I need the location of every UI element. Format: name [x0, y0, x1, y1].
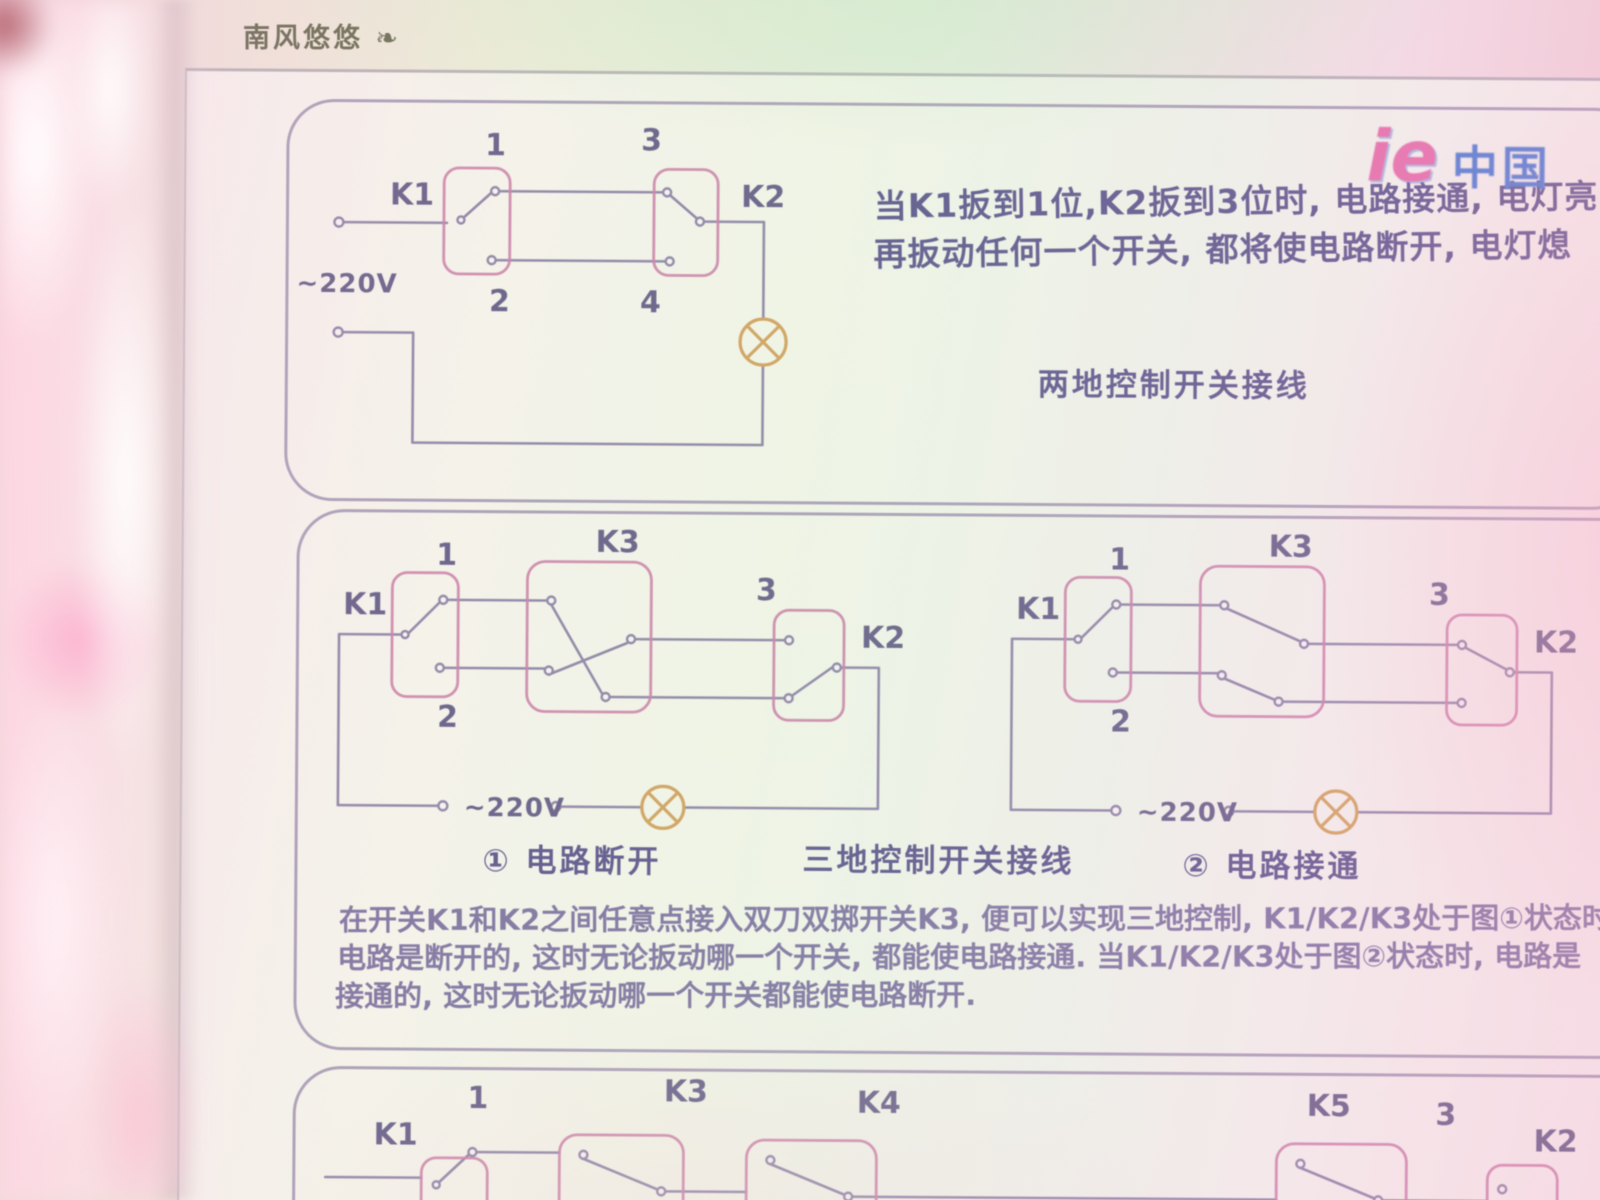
switch-k5-box [1274, 1142, 1408, 1200]
terminals [431, 1146, 1508, 1200]
label-k3: K3 [664, 1074, 708, 1109]
label-t3: 3 [1429, 578, 1450, 613]
label-t1: 1 [1109, 542, 1130, 577]
label-t3: 3 [641, 123, 662, 158]
two-location-circuit-diagram: K1 1 2 3 4 K2 ~220V 当K1扳到1位,K2扳到3位时, 电路接… [296, 123, 1600, 447]
label-t4: 4 [640, 285, 661, 320]
panel-multi-location: K1 1 K3 K4 K5 3 K2 [290, 1065, 1600, 1200]
logo-text: 中国 [1451, 140, 1553, 196]
multi-location-circuit-diagram: K1 1 K3 K4 K5 3 K2 [323, 1074, 1578, 1200]
label-t3: 3 [756, 573, 777, 608]
paragraph-line-1: 在开关K1和K2之间任意点接入双刀双掷开关K3, 便可以实现三地控制, K1/K… [339, 901, 1600, 937]
switch-k1-box [390, 571, 460, 699]
diagram-state-open: K1 1 2 K3 3 K2 ~220V ① 电路断开 [336, 525, 905, 880]
switch-k1-box [419, 1156, 489, 1200]
switch-k2-box [772, 608, 846, 722]
corner-red-blob [0, 0, 140, 120]
label-t2: 2 [1110, 704, 1131, 739]
logo-mark-icon: ie [1366, 115, 1439, 198]
label-k1: K1 [390, 177, 434, 212]
label-k2: K2 [1533, 1124, 1577, 1159]
switch-boxes [419, 1133, 1559, 1200]
site-logo: ie 中国 [1366, 115, 1553, 198]
label-t3: 3 [1435, 1098, 1456, 1133]
label-t1: 1 [436, 538, 457, 573]
caption-state-open: ① 电路断开 [482, 843, 661, 880]
switch-k4-box [744, 1138, 878, 1200]
description-paragraph: 在开关K1和K2之间任意点接入双刀双掷开关K3, 便可以实现三地控制, K1/K… [335, 901, 1600, 1013]
terminals [332, 185, 706, 338]
switch-k3-box [1198, 564, 1326, 719]
note-line-2: 再扳动任何一个开关, 都将使电路断开, 电灯熄 [873, 225, 1572, 274]
switch-k1-box [1063, 575, 1133, 703]
label-k1: K1 [343, 587, 387, 622]
label-k2: K2 [861, 621, 905, 656]
switch-k2-box [652, 167, 720, 278]
paragraph-line-3: 接通的, 这时无论扳动哪一个开关都能使电路断开. [335, 978, 976, 1013]
circuit-wires [341, 189, 766, 447]
label-k2: K2 [741, 180, 785, 215]
diagram-state-closed: K1 1 2 K3 3 K2 ~220V ② 电路接通 [1009, 530, 1578, 885]
label-voltage: ~220V [1137, 798, 1238, 829]
document-page: ie 中国 [177, 68, 1600, 1200]
label-k1: K1 [373, 1117, 417, 1152]
circuit-wires [323, 1150, 1489, 1200]
caption-three-location: 三地控制开关接线 [802, 842, 1074, 880]
lamp-icon [1313, 789, 1359, 835]
caption-two-location: 两地控制开关接线 [1038, 367, 1310, 405]
label-voltage: ~220V [464, 793, 565, 824]
switch-boxes [442, 166, 720, 278]
label-t2: 2 [489, 284, 510, 319]
label-t1: 1 [485, 128, 506, 163]
label-t2: 2 [437, 700, 458, 735]
label-voltage: ~220V [296, 269, 397, 300]
switch-k3-box [557, 1133, 685, 1200]
label-t1: 1 [467, 1081, 488, 1116]
panel-three-location: K1 1 2 K3 3 K2 ~220V ① 电路断开 [293, 508, 1600, 1060]
label-k1: K1 [1016, 592, 1060, 627]
panel-two-location: K1 1 2 3 4 K2 ~220V 当K1扳到1位,K2扳到3位时, 电路接… [283, 98, 1600, 511]
diagram-labels: K1 1 2 3 4 K2 ~220V [296, 123, 785, 320]
switch-k2-box [1445, 613, 1519, 727]
switch-k3-box [525, 560, 653, 714]
switch-k1-box [442, 166, 512, 276]
label-k5: K5 [1307, 1089, 1351, 1124]
three-location-circuit-diagrams: K1 1 2 K3 3 K2 ~220V ① 电路断开 [335, 525, 1600, 1013]
explanation-text: 当K1扳到1位,K2扳到3位时, 电路接通, 电灯亮. 再扳动任何一个开关, 都… [873, 177, 1600, 405]
label-k4: K4 [857, 1086, 901, 1121]
paragraph-line-2: 电路是断开的, 这时无论扳动哪一个开关, 都能使电路接通. 当K1/K2/K3处… [337, 939, 1581, 975]
label-k3: K3 [596, 525, 640, 560]
lamp-icon [640, 784, 686, 830]
label-k2: K2 [1534, 625, 1578, 660]
switch-k2-box [1485, 1163, 1559, 1200]
label-k3: K3 [1268, 530, 1312, 565]
window-title: 南风悠悠 ❧ [243, 23, 402, 54]
diagram-labels: K1 1 K3 K4 K5 3 K2 [373, 1074, 1577, 1159]
caption-state-closed: ② 电路接通 [1182, 848, 1361, 885]
lamp-icon [738, 317, 788, 367]
